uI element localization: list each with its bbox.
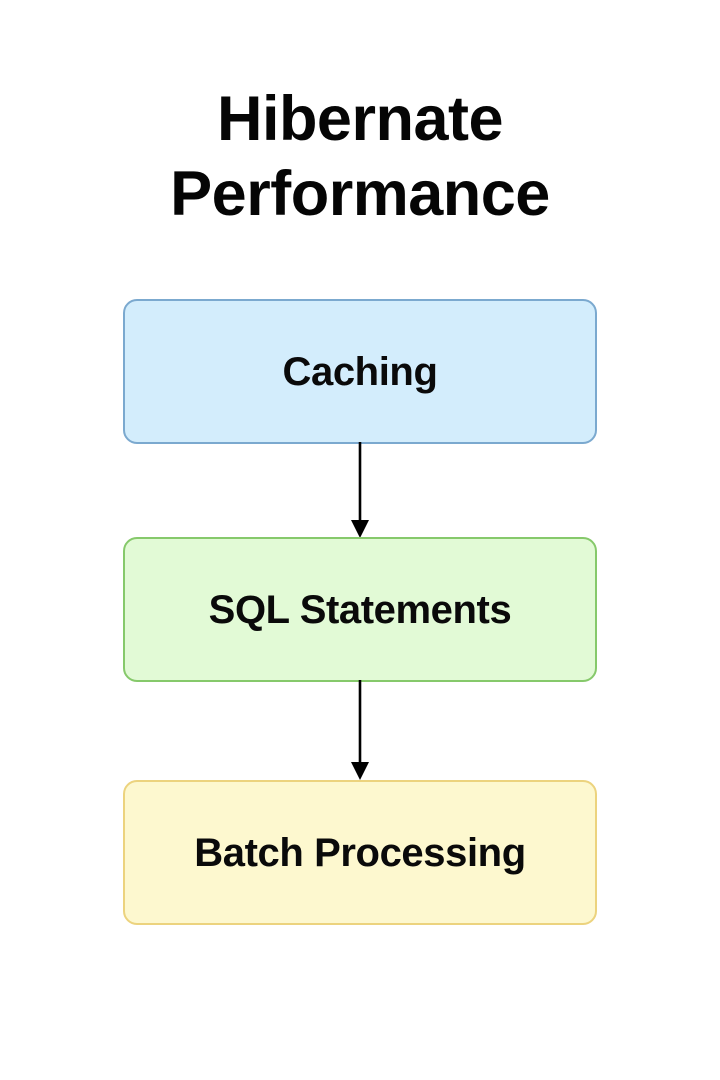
flow-node-batch-processing[interactable]: Batch Processing [123, 780, 597, 925]
flow-edge-caching-to-sql [340, 442, 380, 539]
flow-node-caching-label: Caching [282, 349, 438, 394]
page-title: Hibernate Performance [0, 82, 720, 232]
page-title-line-1: Hibernate [216, 84, 504, 154]
flow-node-batch-processing-label: Batch Processing [194, 830, 526, 875]
flow-node-caching[interactable]: Caching [123, 299, 597, 444]
page-title-line-2: Performance [170, 159, 550, 229]
flow-edge-sql-to-batch [340, 680, 380, 782]
flow-node-sql-statements[interactable]: SQL Statements [123, 537, 597, 682]
flow-node-sql-statements-label: SQL Statements [208, 587, 512, 632]
